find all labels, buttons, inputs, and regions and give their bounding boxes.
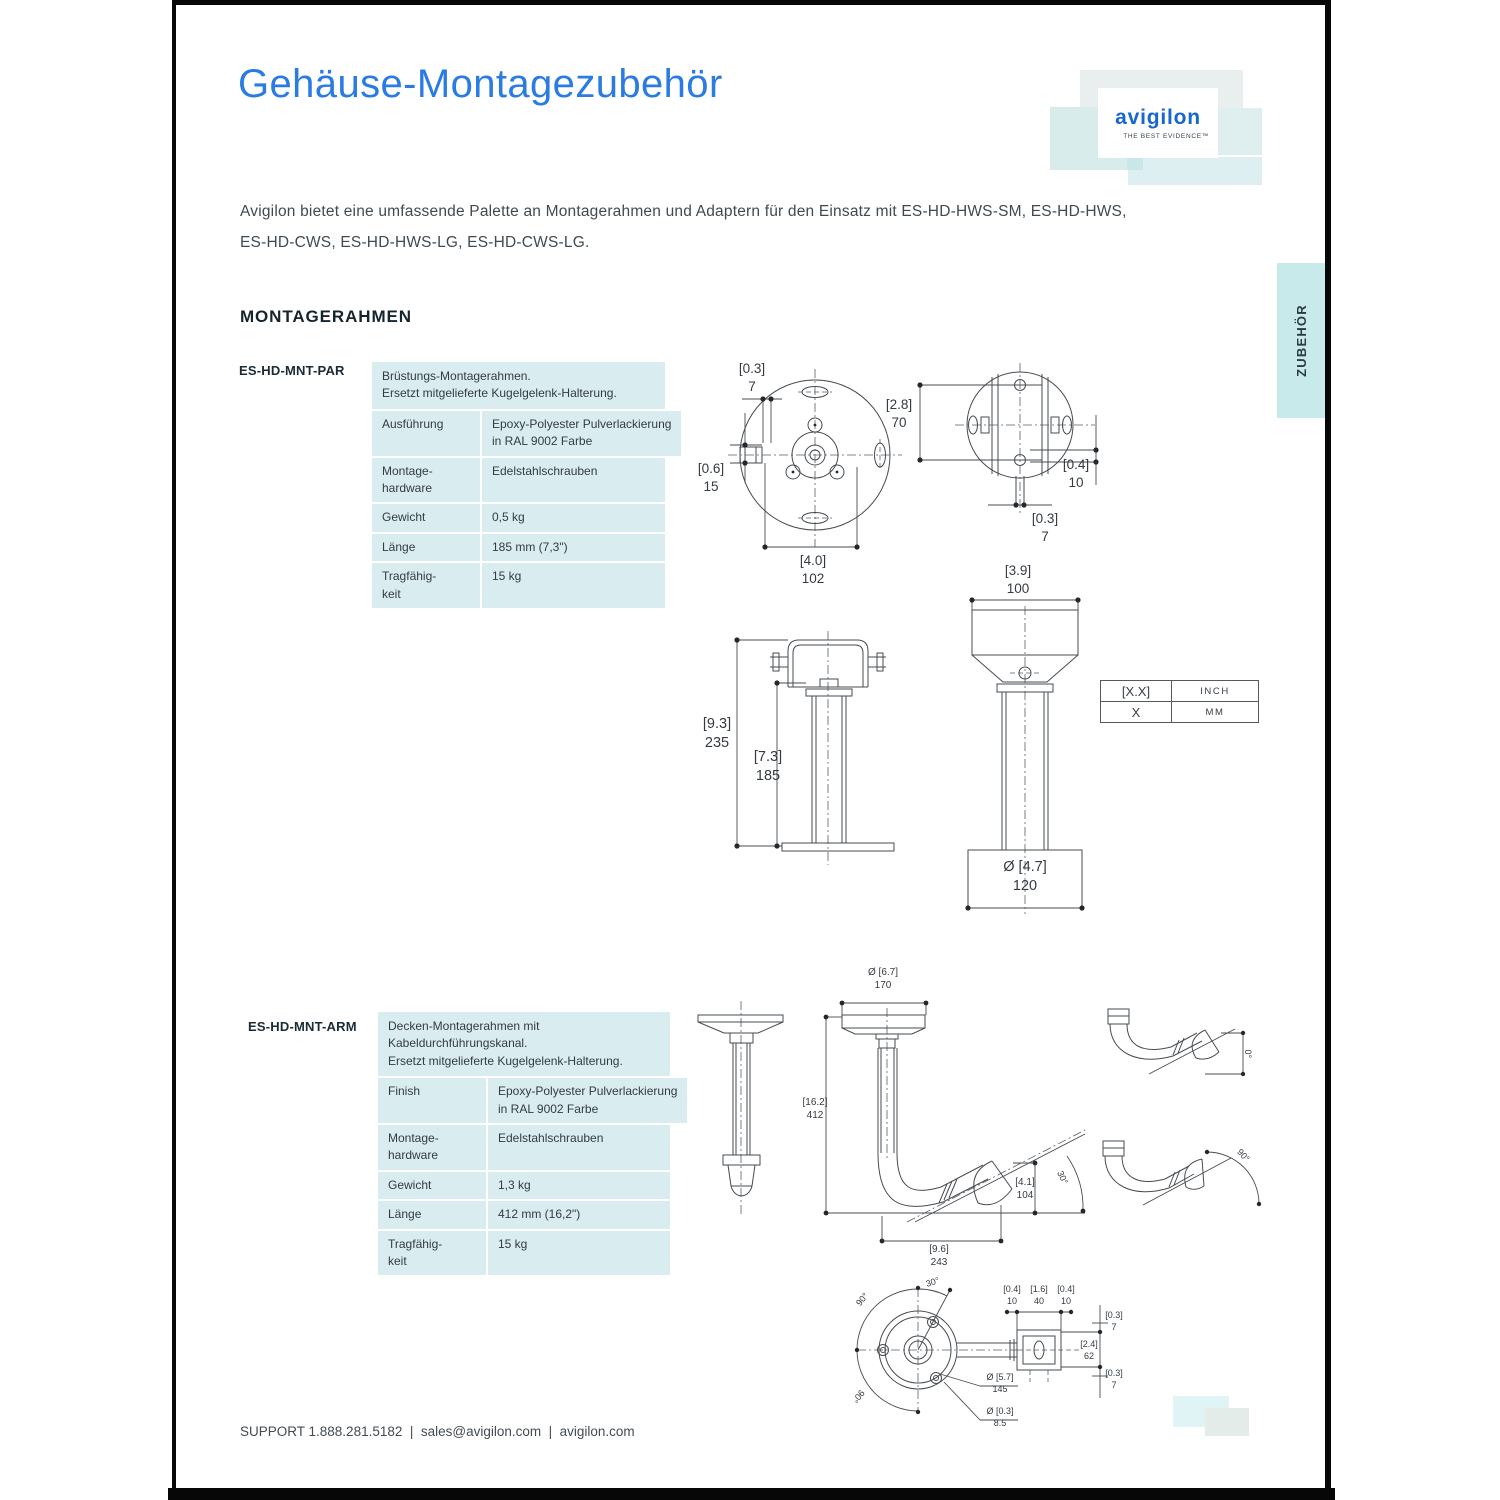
- par-pedestal-front-drawing: [965, 597, 1085, 914]
- dim-label: Ø [6.7]170: [867, 967, 898, 991]
- page-bottom-border: [168, 1488, 1335, 1500]
- avigilon-wordmark: avigilon: [1115, 105, 1201, 129]
- dim-label: [0.6]15: [697, 461, 725, 494]
- spec-table-par: Brüstungs-Montagerahmen. Ersetzt mitgeli…: [372, 362, 682, 608]
- spec-row: Tragfähig- keit 15 kg: [372, 563, 665, 608]
- arm-side-view-drawing: [823, 1000, 1086, 1244]
- product-description: Brüstungs-Montagerahmen. Ersetzt mitgeli…: [372, 362, 665, 409]
- page-title: Gehäuse-Montagezubehör: [238, 62, 723, 106]
- dim-label: [0.4]10: [1062, 457, 1090, 490]
- model-label-arm: ES-HD-MNT-ARM: [248, 1019, 357, 1034]
- dim-label: [16.2]412: [802, 1097, 828, 1121]
- angle-label: 0°: [1243, 1049, 1254, 1059]
- spec-row: Tragfähig- keit 15 kg: [378, 1230, 670, 1276]
- model-label-par: ES-HD-MNT-PAR: [239, 363, 345, 378]
- logo-deco-square: [1127, 157, 1143, 170]
- side-tab-zubehoer: ZUBEHÖR: [1277, 263, 1325, 418]
- dim-label: [2.4]62: [1080, 1339, 1098, 1361]
- spec-row: Montage- hardware Edelstahlschrauben: [372, 457, 665, 503]
- spec-row: Gewicht 0,5 kg: [372, 504, 665, 532]
- dim-label: Ø [4.7]120: [1003, 859, 1047, 894]
- dim-label: [9.3]235: [702, 716, 732, 751]
- dim-label: [2.8]70: [885, 397, 913, 430]
- logo-deco-square: [1128, 157, 1262, 185]
- arm-front-view-drawing: [697, 1001, 784, 1217]
- dim-label: [4.0]102: [799, 553, 827, 586]
- dim-label: [9.6]243: [929, 1244, 949, 1268]
- arm-bottom-view-drawing: [854, 1285, 1108, 1421]
- par-pedestal-side-drawing: [734, 631, 895, 865]
- legend-row: X MM: [1101, 701, 1258, 722]
- side-tab-label: ZUBEHÖR: [1293, 304, 1309, 377]
- logo-deco-square: [1218, 108, 1262, 155]
- footer-deco-square: [1205, 1408, 1249, 1436]
- page-sheet: [172, 0, 1331, 1493]
- dim-label: [0.3]7: [1031, 511, 1059, 544]
- dim-label: [4.1]104: [1015, 1177, 1035, 1201]
- dim-label: [0.3]7: [1105, 1310, 1123, 1332]
- arm-rotation-0-drawing: [1107, 1008, 1246, 1077]
- spec-row: Länge 412 mm (16,2"): [378, 1201, 670, 1229]
- footer-contact: SUPPORT 1.888.281.5182 | sales@avigilon.…: [240, 1424, 635, 1439]
- dim-label: [0.3]7: [1105, 1368, 1123, 1390]
- dim-label: [3.9]100: [1004, 563, 1032, 596]
- dim-label: [0.3]7: [738, 361, 766, 394]
- spec-row: Gewicht 1,3 kg: [378, 1171, 670, 1200]
- legend-row: [X.X] INCH: [1101, 681, 1258, 701]
- spec-row: Ausführung Epoxy-Polyester Pulverlackier…: [372, 410, 682, 456]
- dim-label: Ø [5.7]145: [986, 1372, 1014, 1394]
- dim-label: [0.4]10: [1057, 1284, 1075, 1306]
- par-side-view-drawing: [917, 363, 1099, 515]
- dim-label: Ø [0.3]8.5: [986, 1406, 1014, 1428]
- section-heading: MONTAGERAHMEN: [240, 307, 412, 326]
- spec-row: Länge 185 mm (7,3"): [372, 533, 665, 562]
- dim-label: [0.4]10: [1003, 1284, 1021, 1306]
- avigilon-tagline: THE BEST EVIDENCE™: [1123, 132, 1209, 140]
- units-legend: [X.X] INCH X MM: [1100, 680, 1259, 723]
- spec-row: Montage- hardware Edelstahlschrauben: [378, 1124, 670, 1170]
- intro-paragraph: Avigilon bietet eine umfassende Palette …: [240, 203, 1127, 251]
- spec-table-arm: Decken-Montagerahmen mit Kabeldurchführu…: [378, 1012, 688, 1276]
- dim-label: [7.3]185: [753, 749, 783, 784]
- arm-rotation-90-drawing: [1102, 1140, 1262, 1207]
- avigilon-logo: avigilon THE BEST EVIDENCE™: [1098, 88, 1218, 158]
- spec-row: Finish Epoxy-Polyester Pulverlackierung …: [378, 1078, 688, 1123]
- product-description: Decken-Montagerahmen mit Kabeldurchführu…: [378, 1012, 670, 1077]
- par-front-view-drawing: [728, 369, 902, 550]
- dim-label: [1.6]40: [1030, 1284, 1048, 1306]
